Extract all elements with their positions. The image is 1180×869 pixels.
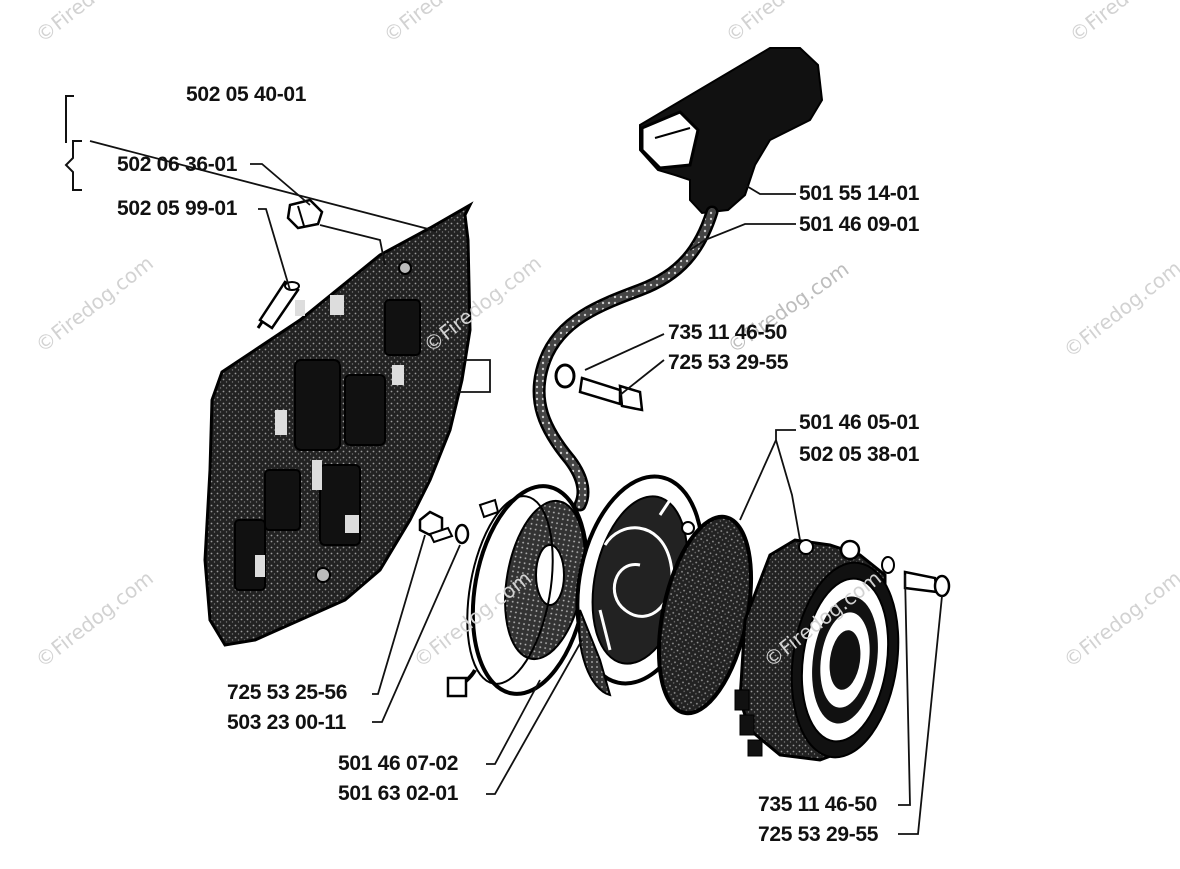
part-label-washer-lower: 735 11 46-50	[758, 793, 878, 816]
part-label-handle: 501 55 14-01	[799, 182, 920, 205]
part-label-spring: 501 63 02-01	[338, 782, 459, 805]
fan-cover	[734, 538, 900, 762]
part-label-upper-right-1: 501 46 05-01	[799, 411, 920, 434]
screw-left	[418, 510, 470, 545]
part-label-rope: 501 46 09-01	[799, 213, 920, 236]
part-label-pulley: 501 46 07-02	[338, 752, 459, 775]
part-label-top-bracket: 502 05 40-01	[186, 83, 307, 106]
part-label-washer-left: 503 23 00-11	[227, 711, 347, 734]
screw-right	[881, 556, 951, 598]
part-label-bracket-item-2: 502 05 99-01	[117, 197, 238, 220]
starter-handle	[639, 47, 824, 215]
part-label-screw-left: 725 53 25-56	[227, 681, 348, 704]
part-label-screw-upper: 725 53 29-55	[668, 351, 789, 374]
plug-part	[256, 280, 300, 330]
leader-lines	[89, 140, 943, 835]
part-label-bracket-item-1: 502 06 36-01	[117, 153, 238, 176]
rope-pulley	[446, 484, 590, 698]
part-label-screw-lower: 725 53 29-55	[758, 823, 879, 846]
bolt-upper-left	[286, 198, 324, 230]
bracket-lines	[64, 95, 82, 191]
washer-upper	[554, 363, 576, 389]
screw-upper	[578, 376, 644, 412]
starter-housing	[203, 201, 474, 647]
part-label-upper-right-2: 502 05 38-01	[799, 443, 920, 466]
part-label-washer-upper: 735 11 46-50	[668, 321, 788, 344]
